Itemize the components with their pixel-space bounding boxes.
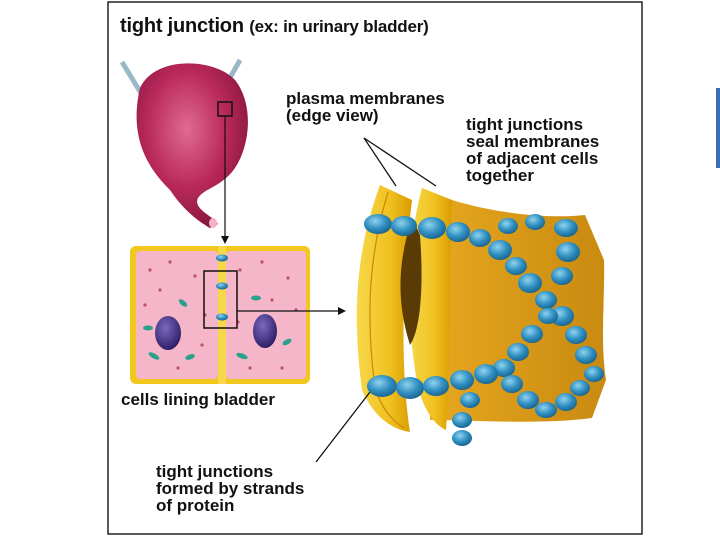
label-tight-junctions-seal: tight junctions seal membranes of adjace… (466, 115, 600, 185)
tight-junction-protein (216, 313, 228, 321)
cell-zoom-box (203, 270, 238, 329)
edge-accent-bar (716, 88, 720, 168)
tight-junction-protein (216, 282, 228, 290)
nucleus (155, 316, 181, 350)
title-sub: (ex: in urinary bladder) (249, 17, 429, 36)
nucleus (253, 314, 277, 348)
cells-lining-bladder-illustration (130, 246, 346, 384)
figure-title: tight junction (ex: in urinary bladder) (120, 16, 429, 36)
label-plasma-membranes: plasma membranes (edge view) (286, 89, 445, 125)
label-cells-lining-bladder: cells lining bladder (121, 390, 275, 409)
protein-strands (364, 214, 604, 446)
tight-junction-protein (216, 254, 228, 262)
label-tight-junctions-formed: tight junctions formed by strands of pro… (156, 462, 305, 515)
urinary-bladder (119, 58, 248, 244)
figure-frame (107, 1, 643, 535)
title-main: tight junction (120, 15, 244, 37)
